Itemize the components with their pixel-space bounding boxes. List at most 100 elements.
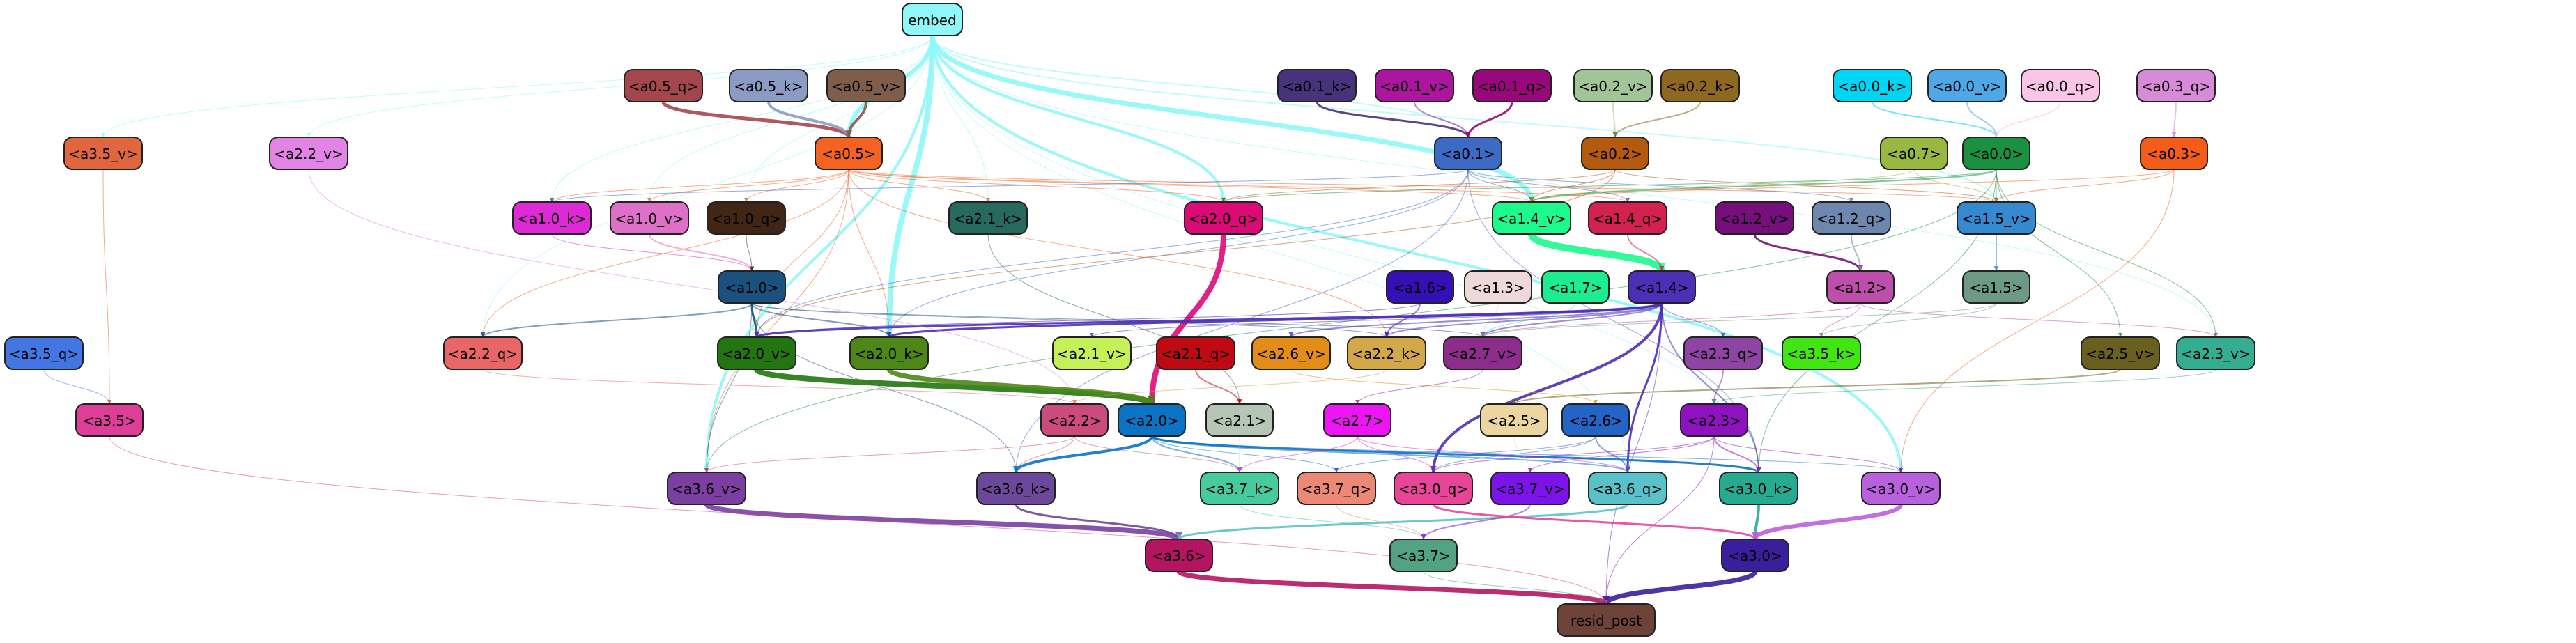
node-a2-0-k[interactable]: <a2.0_k>	[849, 336, 929, 370]
node-a0-5-v[interactable]: <a0.5_v>	[826, 69, 906, 102]
node-a1-5-v[interactable]: <a1.5_v>	[1957, 201, 2036, 235]
node-a2-3-v[interactable]: <a2.3_v>	[2176, 336, 2255, 370]
node-a1-4[interactable]: <a1.4>	[1628, 270, 1696, 304]
node-box[interactable]	[1389, 539, 1458, 572]
node-box[interactable]	[2081, 336, 2160, 370]
node-box[interactable]	[1145, 539, 1213, 572]
node-box[interactable]	[1962, 270, 2030, 304]
node-a0-1-v[interactable]: <a0.1_v>	[1375, 69, 1454, 102]
node-a0-5-q[interactable]: <a0.5_q>	[624, 69, 703, 102]
node-a1-0-q[interactable]: <a1.0_q>	[707, 201, 786, 235]
node-a1-0[interactable]: <a1.0>	[718, 270, 786, 304]
node-a1-4-q[interactable]: <a1.4_q>	[1588, 201, 1667, 235]
node-a1-4-v[interactable]: <a1.4_v>	[1492, 201, 1571, 235]
node-a0-2-v[interactable]: <a0.2_v>	[1573, 69, 1653, 102]
node-a0-2-k[interactable]: <a0.2_k>	[1660, 69, 1740, 102]
node-a0-5-k[interactable]: <a0.5_k>	[729, 69, 808, 102]
node-box[interactable]	[2140, 137, 2208, 170]
node-a2-2-q[interactable]: <a2.2_q>	[443, 336, 523, 370]
node-box[interactable]	[4, 336, 84, 370]
node-box[interactable]	[1680, 403, 1748, 437]
node-box[interactable]	[1200, 472, 1279, 505]
node-a3-7-k[interactable]: <a3.7_k>	[1200, 472, 1279, 505]
node-a0-1-q[interactable]: <a0.1_q>	[1472, 69, 1552, 102]
node-a1-7[interactable]: <a1.7>	[1541, 270, 1610, 304]
node-a2-6-v[interactable]: <a2.6_v>	[1251, 336, 1331, 370]
node-box[interactable]	[1184, 201, 1263, 235]
node-box[interactable]	[826, 69, 906, 102]
node-box[interactable]	[1375, 69, 1454, 102]
node-a1-0-v[interactable]: <a1.0_v>	[610, 201, 689, 235]
node-box[interactable]	[707, 201, 786, 235]
node-box[interactable]	[63, 137, 143, 170]
node-a3-6-v[interactable]: <a3.6_v>	[667, 472, 746, 505]
node-box[interactable]	[1490, 472, 1570, 505]
node-a3-5-v[interactable]: <a3.5_v>	[63, 137, 143, 170]
node-a2-2[interactable]: <a2.2>	[1040, 403, 1109, 437]
node-box[interactable]	[1588, 201, 1667, 235]
node-box[interactable]	[1205, 403, 1274, 437]
node-box[interactable]	[1386, 270, 1454, 304]
node-a0-2[interactable]: <a0.2>	[1581, 137, 1649, 170]
node-box[interactable]	[718, 270, 786, 304]
node-box[interactable]	[1719, 472, 1798, 505]
node-box[interactable]	[269, 137, 348, 170]
node-a0-5[interactable]: <a0.5>	[815, 137, 883, 170]
node-box[interactable]	[1715, 201, 1794, 235]
node-a1-0-k[interactable]: <a1.0_k>	[512, 201, 592, 235]
node-box[interactable]	[1581, 137, 1649, 170]
node-a3-0-v[interactable]: <a3.0_v>	[1861, 472, 1941, 505]
node-a1-2[interactable]: <a1.2>	[1826, 270, 1895, 304]
node-a3-5-q[interactable]: <a3.5_q>	[4, 336, 84, 370]
node-a2-1-q[interactable]: <a2.1_q>	[1156, 336, 1235, 370]
node-box[interactable]	[1812, 201, 1891, 235]
node-box[interactable]	[1277, 69, 1357, 102]
node-box[interactable]	[976, 472, 1056, 505]
node-a3-7[interactable]: <a3.7>	[1389, 539, 1458, 572]
node-a1-2-v[interactable]: <a1.2_v>	[1715, 201, 1794, 235]
node-box[interactable]	[1927, 69, 2007, 102]
node-a0-0-k[interactable]: <a0.0_k>	[1833, 69, 1912, 102]
node-box[interactable]	[1861, 472, 1941, 505]
node-box[interactable]	[1297, 472, 1376, 505]
node-box[interactable]	[2021, 69, 2100, 102]
node-box[interactable]	[1561, 403, 1630, 437]
node-a2-1-v[interactable]: <a2.1_v>	[1052, 336, 1132, 370]
node-a0-0[interactable]: <a0.0>	[1962, 137, 2030, 170]
node-box[interactable]	[1833, 69, 1912, 102]
node-a3-5-k[interactable]: <a3.5_k>	[1782, 336, 1861, 370]
node-a2-0-q[interactable]: <a2.0_q>	[1184, 201, 1263, 235]
node-a2-6[interactable]: <a2.6>	[1561, 403, 1630, 437]
node-box[interactable]	[1683, 336, 1763, 370]
node-box[interactable]	[1394, 472, 1473, 505]
node-box[interactable]	[1573, 69, 1653, 102]
node-a0-1[interactable]: <a0.1>	[1434, 137, 1502, 170]
node-a1-3[interactable]: <a1.3>	[1464, 270, 1532, 304]
node-box[interactable]	[1962, 137, 2030, 170]
node-box[interactable]	[849, 336, 929, 370]
node-box[interactable]	[1040, 403, 1109, 437]
node-box[interactable]	[610, 201, 689, 235]
node-box[interactable]	[1492, 201, 1571, 235]
node-box[interactable]	[1472, 69, 1552, 102]
node-box[interactable]	[1721, 539, 1789, 572]
node-a2-7-v[interactable]: <a2.7_v>	[1443, 336, 1522, 370]
node-box[interactable]	[729, 69, 808, 102]
node-box[interactable]	[1880, 137, 1948, 170]
node-box[interactable]	[512, 201, 592, 235]
node-box[interactable]	[1443, 336, 1522, 370]
node-box[interactable]	[1434, 137, 1502, 170]
node-box[interactable]	[1588, 472, 1667, 505]
node-box[interactable]	[948, 201, 1028, 235]
node-a3-6-k[interactable]: <a3.6_k>	[976, 472, 1056, 505]
node-box[interactable]	[1347, 336, 1426, 370]
node-a2-1[interactable]: <a2.1>	[1205, 403, 1274, 437]
node-a0-3[interactable]: <a0.3>	[2140, 137, 2208, 170]
node-box[interactable]	[2136, 69, 2216, 102]
node-a0-0-v[interactable]: <a0.0_v>	[1927, 69, 2007, 102]
node-box[interactable]	[1052, 336, 1132, 370]
node-box[interactable]	[1557, 603, 1656, 637]
node-a1-5[interactable]: <a1.5>	[1962, 270, 2030, 304]
node-embed[interactable]: embed	[902, 3, 963, 36]
node-box[interactable]	[717, 336, 796, 370]
